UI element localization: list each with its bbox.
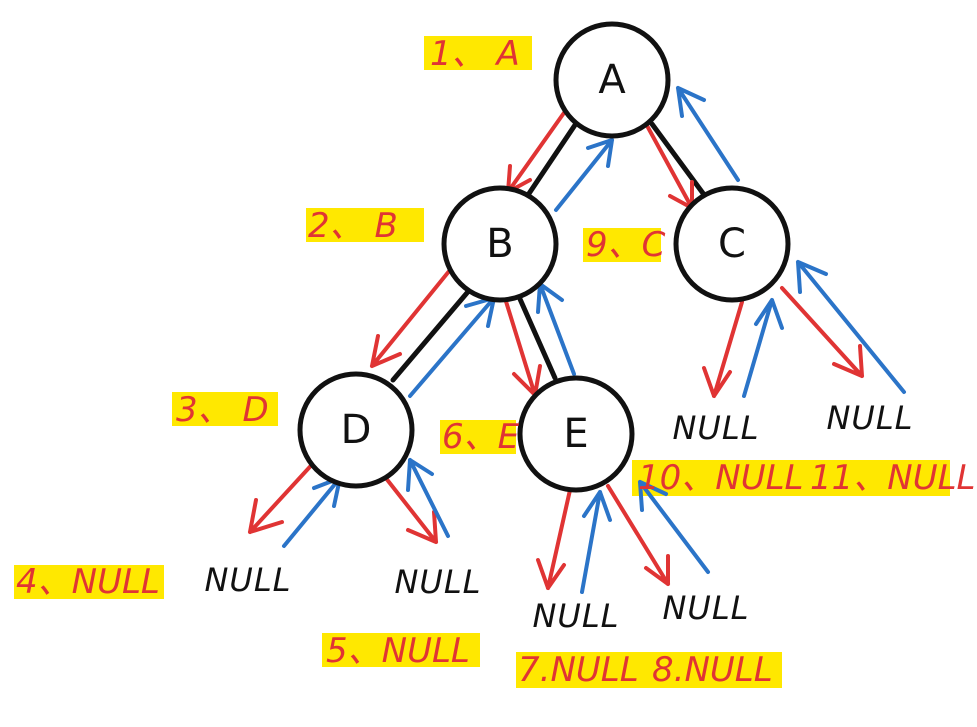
tree-edges: [390, 121, 708, 383]
highlight-step-6: [440, 420, 516, 454]
node-e-circle: [517, 375, 635, 493]
blue-arrow-eright-e: [638, 480, 710, 574]
step-note-4: 4、NULL: [16, 562, 160, 602]
node-b-circle: [441, 185, 559, 303]
node-c-label: C: [718, 221, 746, 267]
red-arrow-c-left: [702, 300, 744, 398]
node-a-circle: [553, 21, 671, 139]
highlight-step-1: [424, 36, 532, 70]
null-e-left: NULL: [532, 597, 619, 635]
node-c-circle: [673, 185, 791, 303]
node-d: D: [297, 371, 415, 489]
return-arrows: [282, 86, 906, 594]
step-note-7: 7.NULL: [518, 650, 639, 690]
highlight-layer: [14, 36, 950, 688]
blue-arrow-eleft-e: [580, 490, 612, 594]
node-a-label: A: [598, 57, 626, 103]
step-note-10: 10、NULL: [638, 458, 803, 498]
red-arrow-e-left: [536, 488, 572, 590]
null-d-left: NULL: [204, 561, 291, 599]
node-b-label: B: [486, 221, 513, 267]
step-note-6: 6、E: [442, 417, 520, 457]
red-arrow-b-d: [370, 268, 452, 368]
node-d-label: D: [341, 407, 372, 453]
node-b: B: [441, 185, 559, 303]
highlight-step-10-11: [632, 460, 950, 496]
highlight-step-4: [14, 565, 164, 599]
blue-arrow-c-a: [676, 86, 740, 182]
null-c-right: NULL: [826, 399, 913, 437]
step-note-3: 3、 D: [176, 390, 269, 430]
node-d-circle: [297, 371, 415, 489]
highlight-step-2: [306, 208, 424, 242]
null-e-right: NULL: [662, 589, 749, 627]
blue-arrow-cright-c: [796, 260, 906, 394]
blue-arrow-dright-d: [406, 458, 450, 538]
node-e: E: [517, 375, 635, 493]
edge-a-c: [649, 121, 708, 199]
red-arrow-d-left: [248, 456, 320, 534]
highlight-step-9: [583, 228, 661, 262]
highlight-step-3: [172, 392, 278, 426]
step-note-1: 1、 A: [430, 34, 520, 74]
null-c-left: NULL: [672, 409, 759, 447]
red-arrow-b-e: [502, 293, 542, 397]
blue-arrow-e-b: [536, 282, 576, 376]
red-arrow-d-right: [376, 466, 438, 544]
null-d-right: NULL: [394, 563, 481, 601]
step-note-5: 5、NULL: [326, 631, 470, 671]
edge-b-d: [390, 284, 475, 383]
step-note-8: 8.NULL: [652, 650, 773, 690]
edge-a-b: [525, 122, 578, 198]
descend-arrows: [248, 108, 864, 590]
red-arrow-e-right: [606, 484, 670, 586]
null-leaves: NULL NULL NULL NULL NULL NULL: [204, 399, 913, 635]
node-a: A: [553, 21, 671, 139]
step-note-2: 2、 B: [308, 206, 398, 246]
blue-arrow-cleft-c: [742, 298, 784, 398]
step-note-11: 11、NULL: [810, 458, 975, 498]
node-e-label: E: [563, 411, 588, 457]
node-c: C: [673, 185, 791, 303]
blue-arrow-b-a: [554, 138, 614, 212]
step-note-9: 9、C: [586, 225, 666, 265]
highlight-step-7-8: [516, 652, 782, 688]
red-arrow-c-right: [780, 286, 864, 378]
step-notes: 1、 A 2、 B 3、 D 4、NULL 5、NULL 6、E 7.NULL …: [16, 34, 975, 690]
highlight-step-5: [322, 633, 480, 667]
edge-b-e: [513, 287, 558, 381]
